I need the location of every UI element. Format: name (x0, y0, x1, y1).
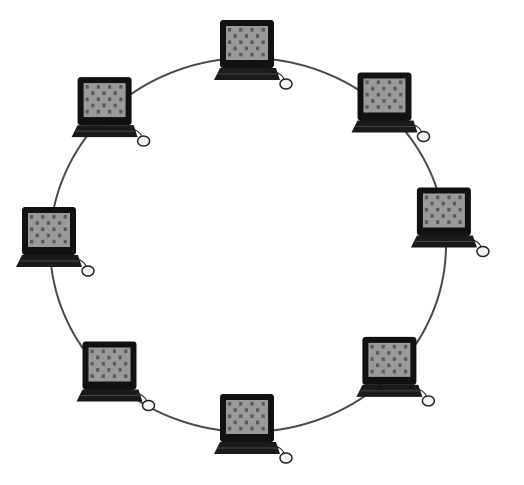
desktop-computer-icon (214, 20, 293, 90)
mouse-icon (279, 78, 293, 90)
computer-top-right (351, 72, 431, 143)
monitor-screen (368, 342, 411, 377)
mouse-icon (81, 265, 95, 277)
screen-pattern (90, 349, 128, 378)
desktop-computer-icon (16, 207, 95, 277)
mouse-icon (416, 130, 431, 143)
computer-right (410, 187, 490, 258)
monitor-screen (363, 78, 406, 113)
mouse-icon (421, 395, 436, 407)
screen-pattern (85, 85, 123, 114)
computer-top-left (71, 77, 151, 147)
screen-pattern (370, 344, 408, 374)
mouse-icon (136, 135, 151, 147)
computer-bottom-left (76, 341, 156, 412)
monitor-screen (226, 26, 268, 60)
monitor-screen (28, 213, 70, 247)
desktop-computer-icon (214, 394, 293, 464)
screen-pattern (228, 28, 265, 57)
screen-pattern (424, 195, 462, 224)
computer-left (16, 207, 95, 277)
mouse-icon (141, 399, 156, 412)
monitor-screen (226, 400, 268, 434)
computer-nodes (16, 20, 490, 464)
mouse-icon (476, 245, 490, 258)
desktop-computer-icon (410, 187, 490, 258)
monitor-screen (83, 83, 126, 118)
computer-bottom-right (356, 336, 436, 407)
computer-top (214, 20, 293, 90)
monitor-screen (88, 347, 131, 382)
screen-pattern (30, 215, 67, 244)
screen-pattern (228, 402, 265, 431)
mouse-icon (279, 452, 293, 464)
desktop-computer-icon (71, 77, 151, 147)
desktop-computer-icon (351, 72, 431, 143)
monitor-screen (422, 193, 465, 228)
screen-pattern (365, 80, 403, 109)
desktop-computer-icon (76, 341, 156, 412)
desktop-computer-icon (356, 336, 436, 407)
computer-bottom (214, 394, 293, 464)
